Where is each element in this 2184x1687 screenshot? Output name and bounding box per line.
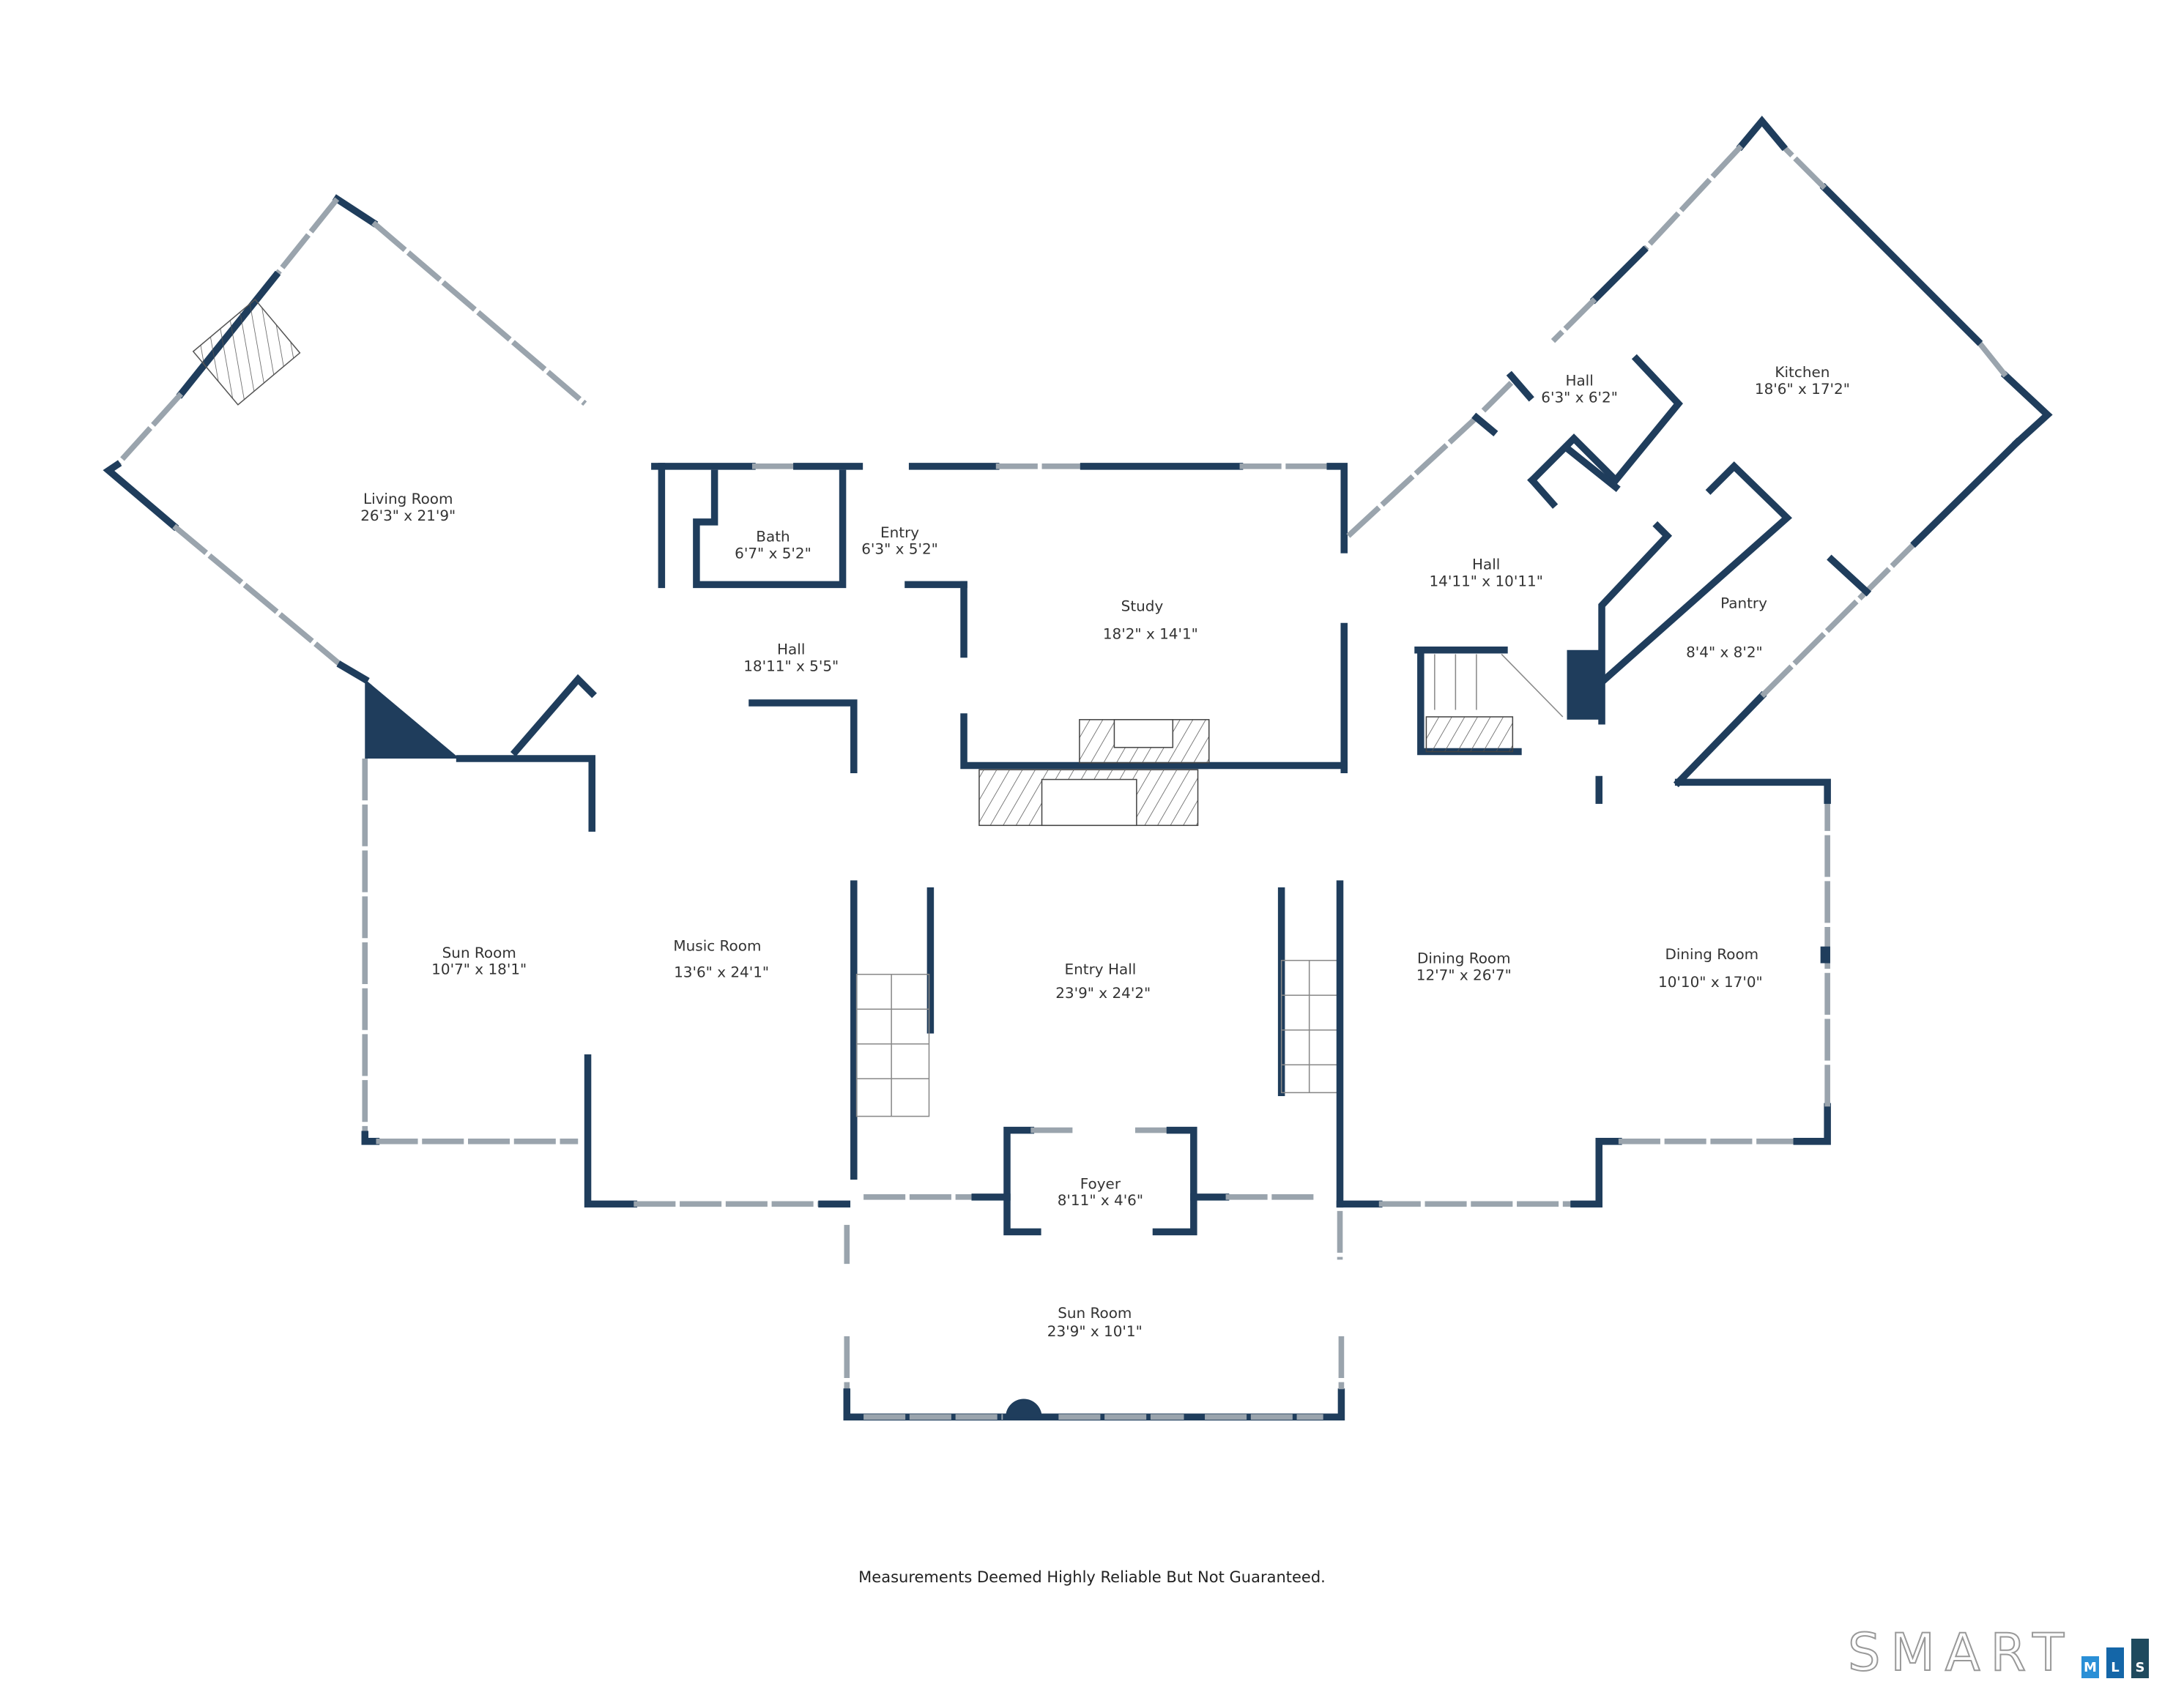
room-size: 6'3" x 5'2" xyxy=(861,540,938,558)
room-name: Living Room xyxy=(363,490,453,507)
room-size: 18'2" x 14'1" xyxy=(1103,625,1198,643)
room-name: Entry xyxy=(880,524,919,541)
room-name: Bath xyxy=(756,527,790,545)
room-size: 6'3" x 6'2" xyxy=(1541,388,1618,406)
logo-letter-l: L xyxy=(2106,1647,2124,1678)
room-name: Pantry xyxy=(1720,595,1767,612)
room-size: 23'9" x 24'2" xyxy=(1055,984,1151,1002)
logo-word: SMART xyxy=(1847,1623,2074,1683)
logo-letter-s: S xyxy=(2131,1639,2149,1678)
room-name: Dining Room xyxy=(1665,945,1758,963)
room-name: Hall xyxy=(1472,556,1500,573)
room-size: 14'11" x 10'11" xyxy=(1429,572,1542,589)
room-name: Kitchen xyxy=(1775,363,1830,381)
room-name: Hall xyxy=(777,640,805,658)
room-size: 23'9" x 10'1" xyxy=(1047,1322,1143,1340)
room-name: Sun Room xyxy=(442,944,516,961)
room-size: 13'6" x 24'1" xyxy=(674,963,769,980)
smart-mls-logo: SMART M L S xyxy=(1847,1623,2149,1683)
disclaimer-text: Measurements Deemed Highly Reliable But … xyxy=(858,1568,1326,1586)
room-size: 10'10" x 17'0" xyxy=(1658,973,1763,991)
room-size: 18'6" x 17'2" xyxy=(1755,380,1850,398)
room-size: 18'11" x 5'5" xyxy=(743,657,839,674)
room-name: Music Room xyxy=(673,936,761,954)
room-name: Entry Hall xyxy=(1065,961,1137,978)
room-size: 12'7" x 26'7" xyxy=(1416,966,1512,983)
room-name: Foyer xyxy=(1080,1174,1121,1192)
logo-letter-m: M xyxy=(2081,1656,2099,1678)
room-size: 10'7" x 18'1" xyxy=(431,961,527,978)
room-labels: Living Room 26'3" x 21'9" Bath 6'7" x 5'… xyxy=(360,363,1850,1340)
room-name: Sun Room xyxy=(1058,1304,1132,1322)
room-size: 6'7" x 5'2" xyxy=(735,544,811,562)
room-name: Dining Room xyxy=(1417,949,1511,967)
room-size: 26'3" x 21'9" xyxy=(360,507,456,524)
room-name: Hall xyxy=(1565,372,1593,390)
room-size: 8'11" x 4'6" xyxy=(1058,1191,1143,1209)
room-size: 8'4" x 8'2" xyxy=(1686,643,1763,660)
walls xyxy=(103,115,2053,1420)
room-name: Study xyxy=(1121,597,1164,615)
